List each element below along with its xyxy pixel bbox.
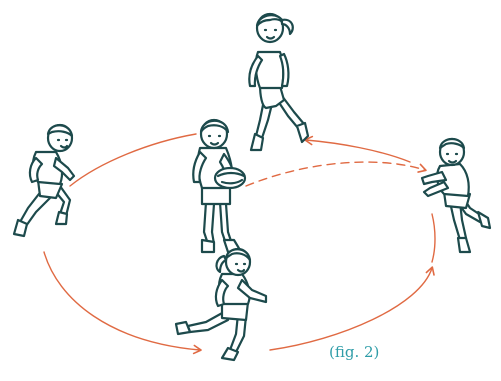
player-top	[249, 14, 308, 150]
arrow-right-side	[432, 214, 435, 262]
player-right	[422, 139, 490, 252]
player-bottom	[176, 249, 266, 360]
arrow-left-to-center	[70, 134, 196, 186]
player-center	[193, 120, 245, 252]
figure-caption: (fig. 2)	[329, 343, 379, 361]
arrow-bottom-to-right	[270, 268, 432, 350]
arrow-left-to-bottom	[44, 252, 200, 350]
arrow-pass-dashed	[246, 162, 425, 186]
arrow-right-to-top	[306, 140, 410, 162]
ball	[215, 168, 245, 188]
player-left	[14, 125, 74, 236]
